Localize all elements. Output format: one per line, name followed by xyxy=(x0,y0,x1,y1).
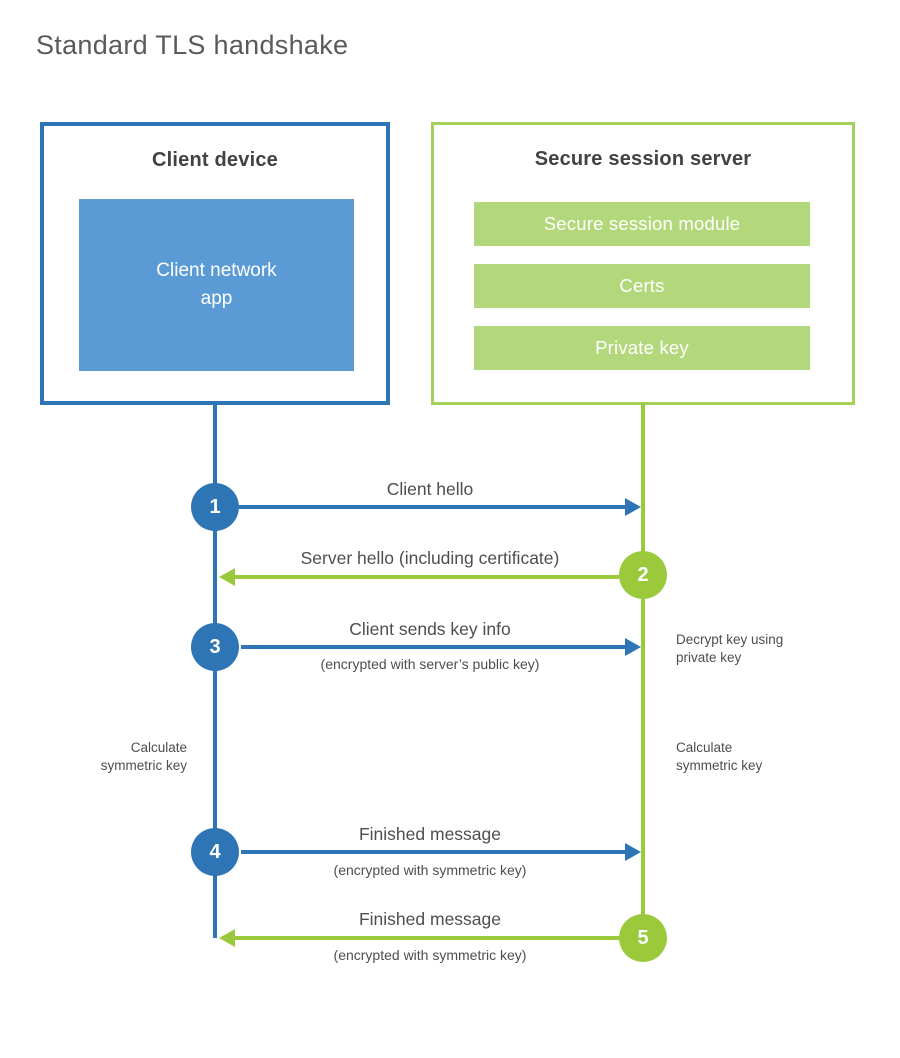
step-4-arrow xyxy=(241,850,627,854)
step-3-arrow xyxy=(241,645,627,649)
step-5-arrowhead-left-icon xyxy=(219,929,235,947)
secure-session-server-title: Secure session server xyxy=(534,148,752,170)
step-5-label: Finished message xyxy=(358,909,502,929)
client-network-app-box: Client network app xyxy=(79,199,354,371)
page-title: Standard TLS handshake xyxy=(36,30,349,60)
client-device-box: Client device Client network app xyxy=(40,122,390,405)
step-5-arrow xyxy=(235,936,619,940)
step-4-arrowhead-right-icon xyxy=(625,843,641,861)
step-5-sublabel: (encrypted with symmetric key) xyxy=(333,947,527,963)
step-3-sublabel: (encrypted with server’s public key) xyxy=(320,656,540,672)
step-2-label: Server hello (including certificate) xyxy=(300,548,560,568)
note-calculate-symmetric-key-server: Calculate symmetric key xyxy=(676,740,763,773)
step-2-arrow xyxy=(235,575,619,579)
note-calculate-symmetric-key-client: Calculate symmetric key xyxy=(100,740,187,773)
step-3-label: Client sends key info xyxy=(349,619,511,639)
secure-session-server-box: Secure session server Secure session mod… xyxy=(431,122,855,405)
step-4-label: Finished message xyxy=(358,824,502,844)
server-lifeline xyxy=(641,403,645,938)
step-3-badge: 3 xyxy=(191,623,239,671)
server-module-private-key: Private key xyxy=(474,326,810,370)
server-module-certs: Certs xyxy=(474,264,810,308)
step-1-arrowhead-right-icon xyxy=(625,498,641,516)
client-device-title: Client device xyxy=(152,149,278,171)
step-1-arrow xyxy=(239,505,627,509)
step-5-badge: 5 xyxy=(619,914,667,962)
step-3-arrowhead-right-icon xyxy=(625,638,641,656)
step-2-arrowhead-left-icon xyxy=(219,568,235,586)
note-decrypt-key: Decrypt key using private key xyxy=(676,632,784,665)
server-module-secure-session: Secure session module xyxy=(474,202,810,246)
step-4-sublabel: (encrypted with symmetric key) xyxy=(333,862,527,878)
step-4-badge: 4 xyxy=(191,828,239,876)
step-2-badge: 2 xyxy=(619,551,667,599)
step-1-badge: 1 xyxy=(191,483,239,531)
step-1-label: Client hello xyxy=(386,479,474,499)
